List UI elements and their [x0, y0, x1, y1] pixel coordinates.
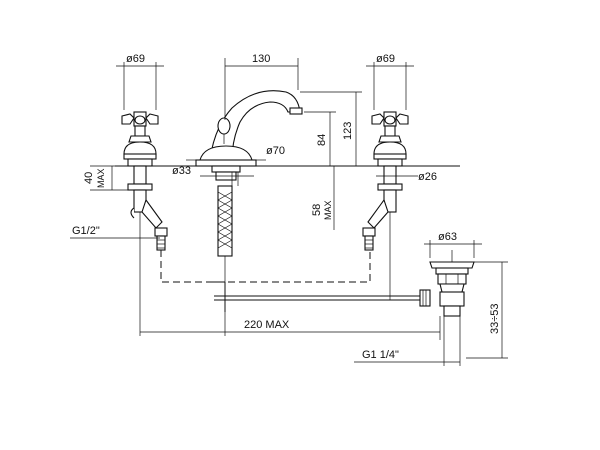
dim-deck-thickness: 58 — [311, 204, 323, 216]
dim-spout-height-total: 123 — [342, 122, 354, 140]
dim-waste-thread: G1 1/4" — [362, 349, 399, 361]
dim-body-height: 40 — [83, 172, 95, 184]
dimension-lines — [70, 58, 508, 366]
dim-spout-spacing: 130 — [252, 53, 270, 65]
dim-waste-height: 33÷53 — [489, 303, 501, 334]
waste-drain — [429, 250, 475, 317]
dim-overall-width: 220 MAX — [244, 319, 290, 331]
dim-handle-right-diameter: ø69 — [376, 53, 395, 65]
left-valve — [121, 111, 168, 336]
dim-stem-left-diameter: ø33 — [172, 165, 191, 177]
dim-handle-left-diameter: ø69 — [126, 53, 145, 65]
thread-hatch — [217, 191, 233, 249]
popup-rod — [214, 289, 431, 307]
dim-spout-base-diameter: ø70 — [266, 145, 285, 157]
dim-inlet-thread: G1/2" — [72, 225, 100, 237]
dim-stem-right-diameter: ø26 — [418, 171, 437, 183]
right-valve — [362, 111, 409, 300]
dim-waste-diameter: ø63 — [438, 231, 457, 243]
spout — [195, 90, 303, 336]
dim-deck-thickness-max: MAX — [323, 200, 333, 220]
dim-body-height-max: MAX — [96, 168, 106, 188]
dim-spout-height: 84 — [316, 134, 328, 146]
hoses — [160, 250, 371, 283]
